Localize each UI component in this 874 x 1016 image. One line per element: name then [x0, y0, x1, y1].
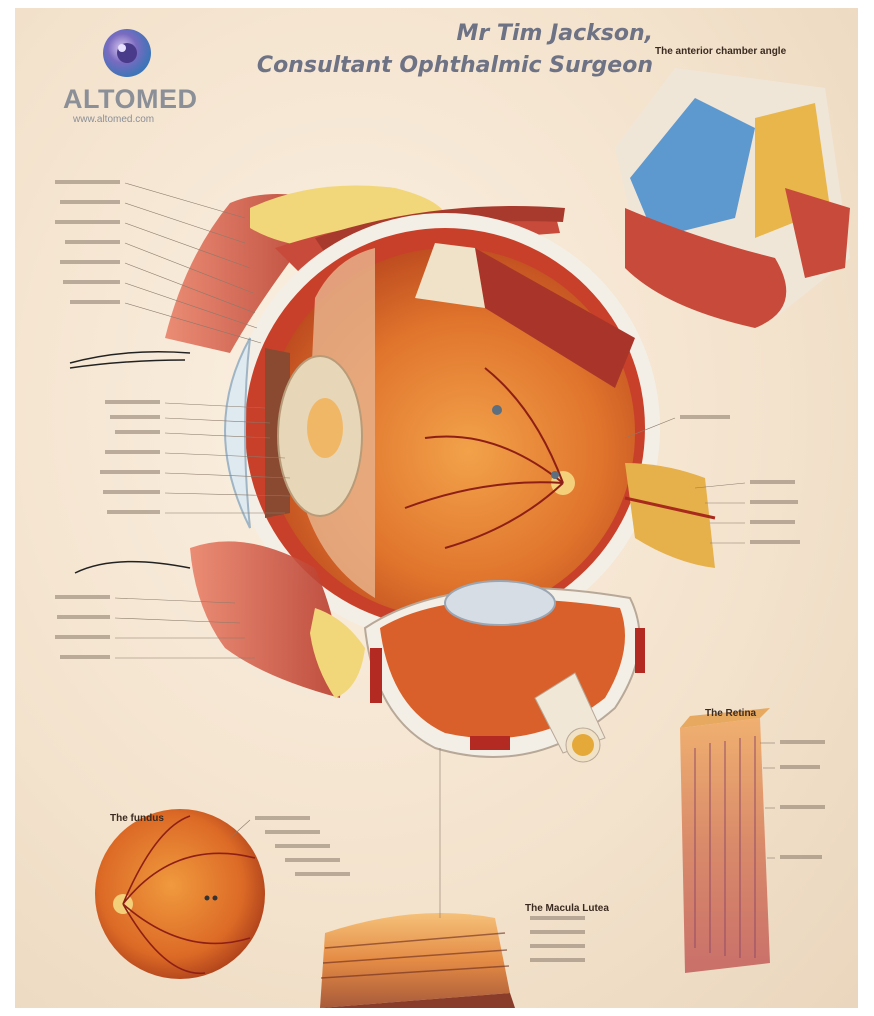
- retina-panel-title: The Retina: [705, 708, 756, 719]
- brand-url: www.altomed.com: [73, 114, 154, 125]
- angle-panel-title: The anterior chamber angle: [655, 46, 786, 57]
- credit-name: Mr Tim Jackson,: [457, 21, 653, 46]
- retina-block: [680, 708, 770, 973]
- anterior-chamber-angle-inset: [615, 68, 850, 328]
- macula-lutea-block: [320, 913, 515, 1008]
- globe-cross-section: [365, 581, 645, 762]
- brand-logo-text: ALTOMED: [63, 84, 198, 115]
- anatomy-poster: Mr Tim Jackson, Consultant Ophthalmic Su…: [15, 8, 858, 1008]
- credit-role: Consultant Ophthalmic Surgeon: [257, 53, 653, 78]
- macula-panel-title: The Macula Lutea: [525, 903, 609, 914]
- eyelash-lines: [70, 352, 190, 573]
- altomed-logo-icon: [103, 29, 151, 77]
- fundus-image: [95, 809, 265, 979]
- fundus-panel-title: The fundus: [110, 813, 164, 824]
- eye-anatomy-illustration: [15, 8, 858, 1008]
